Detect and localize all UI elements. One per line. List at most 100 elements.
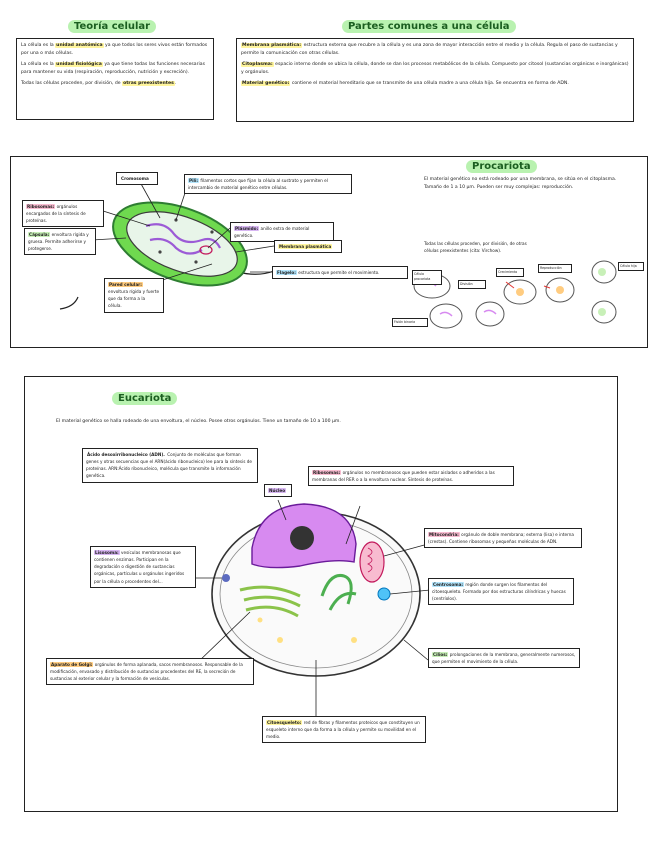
mini-nucleoid-shape: [556, 286, 564, 294]
mini-nucleoid-shape: [516, 288, 524, 296]
text: ya que tiene todas las funciones necesar…: [21, 62, 205, 76]
label-desc: vesículas membranosas que contienen enzi…: [94, 550, 185, 584]
label-flagelo: Flagelo: estructura que permite el movim…: [272, 266, 408, 280]
mini-label-3: Crecimiento: [496, 268, 524, 278]
label-term: Mitocondria:: [428, 532, 460, 537]
label-term: Centrosoma:: [432, 582, 465, 587]
label-centrosoma: Centrosoma: región donde surgen los fila…: [428, 578, 574, 606]
text: espacio interno donde se ubica la célula…: [241, 62, 629, 76]
highlight: Citoplasma:: [241, 62, 274, 68]
teoria-line-2: La célula es la unidad fisiológica ya qu…: [21, 61, 209, 77]
leader-line: [345, 505, 361, 545]
eucariota-frame: [24, 376, 618, 812]
label-text: Cromosoma: [121, 176, 149, 181]
label-desc: orgánulos no membranosos que pueden esta…: [312, 470, 495, 483]
text: contiene el material hereditario que se …: [290, 81, 569, 87]
label-term: Citoesqueleto:: [266, 720, 303, 725]
mini-cell-shape: [429, 303, 463, 329]
partes-box: Membrana plasmática: estructura externa …: [236, 38, 634, 122]
highlight: unidad anatómica: [55, 43, 104, 48]
lysosome-shape: [222, 574, 230, 582]
leader-line: [195, 611, 251, 665]
highlight: otras preexistentes: [122, 81, 175, 87]
centrosome-shape: [377, 587, 391, 601]
teoria-line-3: Todas las células proceden, por división…: [21, 80, 209, 88]
mini-label-5: Célula hija: [618, 262, 644, 272]
label-capsula: Cápsula: envoltura rígida y gruesa. Perm…: [24, 228, 96, 256]
label-desc: envoltura rígida y gruesa. Permite adher…: [28, 232, 89, 252]
label-cromosoma: Cromosoma: [116, 172, 158, 186]
label-term: Flagelo:: [276, 270, 297, 275]
leader-line: [403, 639, 429, 661]
procariota-intro: El material genético no está rodeado por…: [424, 177, 617, 191]
eukaryote-cell: [195, 499, 431, 716]
ribosome-dot: [194, 260, 198, 264]
vesicle-shape: [257, 617, 263, 623]
mini-label-4: Reproducción: [538, 264, 572, 274]
leader-line: [99, 209, 151, 227]
label-membrana-pro: Membrana plasmática: [274, 240, 342, 254]
leader-line: [383, 543, 429, 557]
mitochondrion-cristae: [367, 547, 373, 573]
highlight: Material genético:: [241, 81, 291, 87]
label-ribosomas-euc: Ribosomas: orgánulos no membranosos que …: [308, 466, 514, 487]
label-term: Membrana plasmática: [278, 244, 333, 249]
text: La célula es la: [21, 62, 56, 68]
ribosome-dot: [158, 250, 162, 254]
mini-label-1: Célula procariota: [412, 270, 442, 285]
label-desc: anillo extra de material genético.: [234, 226, 310, 239]
label-desc: envoltura rígida y fuerte que da forma a…: [108, 289, 160, 309]
teoria-line-1: La célula es la unidad anatómica ya que …: [21, 42, 209, 58]
mini-dna-shape: [439, 311, 453, 317]
label-ribosomas-pro: Ribosomas: orgánulos encargados de la sí…: [22, 200, 104, 228]
label-desc: orgánulos encargados de la síntesis de p…: [26, 204, 86, 224]
label-desc: región donde surgen los filamentos del c…: [432, 582, 566, 602]
label-term: Plásmido:: [234, 226, 260, 231]
label-term: Ácido desoxirribonucleico (ADN).: [87, 452, 165, 457]
leader-line: [175, 189, 187, 221]
partes-line-1: Membrana plasmática: estructura externa …: [241, 42, 629, 58]
label-text: Núcleo: [268, 488, 287, 493]
prokaryote-cell: [59, 181, 275, 310]
label-nucleo: Núcleo: [264, 484, 292, 498]
label-desc: orgánulos de forma aplanada, sacos membr…: [50, 662, 243, 682]
partes-title: Partes comunes a una célula: [342, 20, 516, 33]
text: Todas las células proceden, por división…: [21, 81, 123, 87]
label-desc: prolongaciones de la membrana, generalme…: [432, 652, 576, 665]
arrow-line: [505, 281, 515, 289]
label-golgi: Aparato de Golgi: orgánulos de forma apl…: [46, 658, 254, 686]
text: .: [174, 81, 177, 87]
label-desc: orgánulo de doble membrana; externa (lis…: [428, 532, 574, 545]
mini-label-2: División: [458, 280, 486, 290]
leader-line: [91, 237, 127, 241]
label-term: Pared celular:: [108, 282, 143, 287]
label-pared: Pared celular: envoltura rígida y fuerte…: [104, 278, 164, 313]
ribosome-dot: [210, 230, 214, 234]
label-mitocondria: Mitocondria: orgánulo de doble membrana;…: [424, 528, 582, 549]
leader-line: [139, 181, 161, 219]
label-desc: estructura que permite el movimiento.: [296, 270, 380, 275]
arrow-line: [543, 285, 551, 289]
vesicle-shape: [277, 637, 283, 643]
highlight: Membrana plasmática:: [241, 43, 303, 48]
procariota-title: Procariota: [466, 160, 537, 173]
label-term: Ribosomas:: [26, 204, 56, 209]
text: estructura externa que recubre a la célu…: [241, 43, 618, 57]
mini-nucleoid-shape: [598, 308, 606, 316]
eucariota-title: Eucariota: [112, 392, 178, 405]
text: ya que todos los seres vivos están forma…: [21, 43, 208, 57]
leader-line: [389, 589, 431, 595]
label-pili: Pili: filamentos cortos que fijan la cél…: [184, 174, 352, 195]
label-term: Lisosoma:: [94, 550, 120, 555]
highlight: unidad fisiológica: [55, 62, 103, 68]
mini-cell-shape: [475, 301, 505, 327]
label-desc: filamentos cortos que fijan la célula al…: [188, 178, 328, 191]
label-desc: Conjunto de moléculas que forman genes y…: [86, 452, 253, 479]
leader-line: [277, 499, 287, 521]
mini-dna-shape: [483, 309, 497, 315]
label-cilios: Cilios: prolongaciones de la membrana, g…: [428, 648, 580, 669]
partes-line-2: Citoplasma: espacio interno donde se ubi…: [241, 61, 629, 77]
vesicle-shape: [351, 637, 357, 643]
